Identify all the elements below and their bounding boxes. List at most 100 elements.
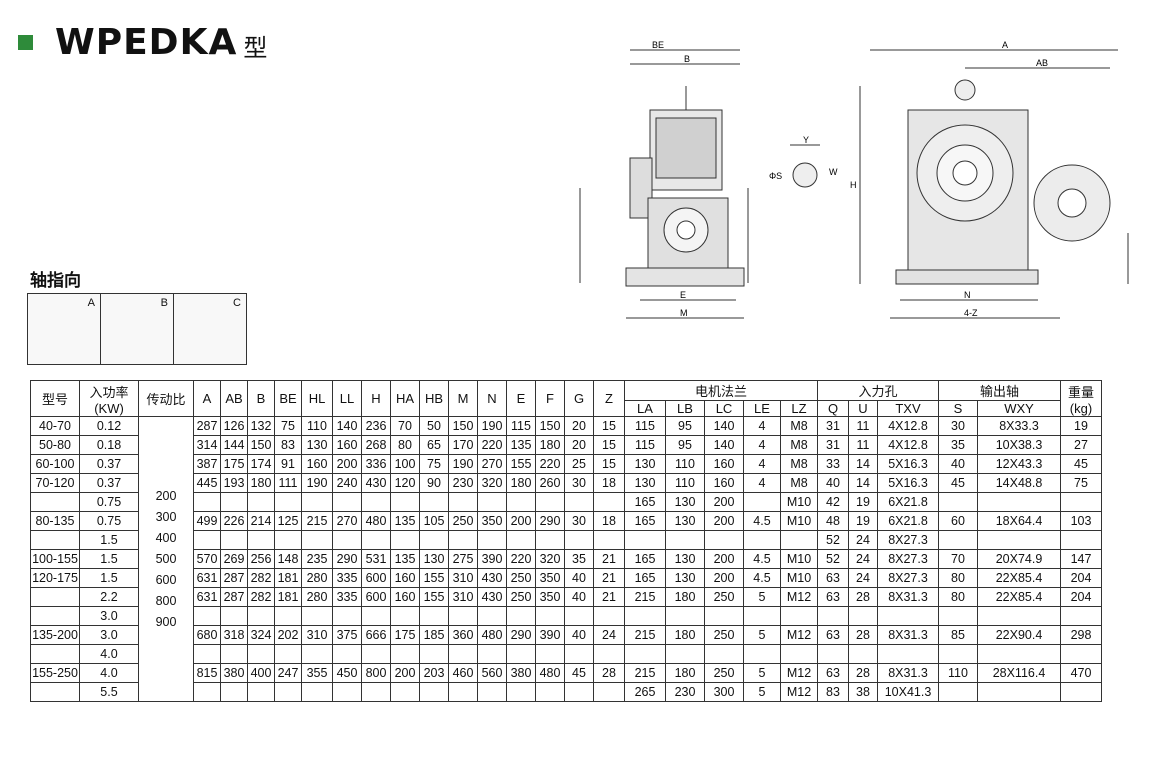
table-cell: 445 [193,473,221,493]
table-cell: 70 [938,549,978,569]
table-cell: 175 [390,625,420,645]
table-cell [419,644,449,664]
table-cell [220,682,248,702]
table-cell: 4X12.8 [877,435,939,455]
table-cell: 165 [624,549,666,569]
table-cell: 24 [848,530,878,550]
table-cell: 80 [938,568,978,588]
table-cell: 35 [938,435,978,455]
table-cell [390,682,420,702]
table-cell [506,530,536,550]
table-cell: 180 [247,473,275,493]
table-cell: 120 [390,473,420,493]
table-cell: 150 [247,435,275,455]
table-cell: 5 [743,587,781,607]
table-cell: 24 [593,625,625,645]
table-cell: 387 [193,454,221,474]
cell-model: 135-200 [30,625,80,645]
header-model: 型号 [30,380,80,417]
table-cell: 63 [817,587,849,607]
table-cell [448,492,478,512]
ratio-value: 600 [155,572,177,587]
table-cell: 14 [848,473,878,493]
table-cell [938,492,978,512]
table-cell [593,492,625,512]
table-cell: 144 [220,435,248,455]
table-cell: 130 [301,435,333,455]
cell-model [30,682,80,702]
table-cell: 8X31.3 [877,625,939,645]
table-cell: 336 [361,454,391,474]
front-view-drawing: BE B E M [579,40,749,319]
table-cell [506,606,536,626]
table-cell: 135 [390,549,420,569]
dim-label: W [829,167,838,177]
table-cell: 115 [624,416,666,436]
table-cell: 12X43.3 [977,454,1061,474]
table-cell [301,492,333,512]
table-row: 3.0 [30,606,1102,626]
table-cell: 83 [274,435,302,455]
table-cell: 280 [301,587,333,607]
table-cell: 130 [665,511,705,531]
table-cell [743,606,781,626]
table-cell [593,682,625,702]
table-cell [361,606,391,626]
table-cell: 165 [624,511,666,531]
table-cell: 5 [743,663,781,683]
table-cell: 28 [848,587,878,607]
table-cell [1060,492,1102,512]
table-cell: 215 [624,587,666,607]
cell-model: 155-250 [30,663,80,683]
table-cell: 160 [390,587,420,607]
table-cell [535,530,565,550]
table-cell: 160 [390,568,420,588]
table-cell: 8X27.3 [877,568,939,588]
table-cell: 250 [704,625,744,645]
table-cell: 80 [938,587,978,607]
table-cell [743,644,781,664]
table-cell: 430 [361,473,391,493]
cell-model [30,644,80,664]
table-cell: 130 [665,568,705,588]
table-cell: 103 [1060,511,1102,531]
table-cell: 95 [665,416,705,436]
table-cell [877,606,939,626]
table-cell: 100 [390,454,420,474]
table-cell [817,644,849,664]
orientation-diagrams: A B C [27,293,247,365]
table-cell [477,530,507,550]
table-cell: 19 [848,492,878,512]
table-cell: 290 [332,549,362,569]
table-cell: 310 [301,625,333,645]
table-cell: 4.5 [743,568,781,588]
table-cell: 155 [419,587,449,607]
table-cell: 28 [848,625,878,645]
table-cell [390,530,420,550]
table-cell: 75 [274,416,302,436]
table-cell: 480 [535,663,565,683]
table-cell [448,682,478,702]
table-cell [332,492,362,512]
table-cell: 140 [332,416,362,436]
table-cell [564,606,594,626]
table-cell: 268 [361,435,391,455]
cell-power: 0.37 [79,454,139,474]
table-cell: 181 [274,568,302,588]
table-cell: 220 [506,549,536,569]
table-cell [743,530,781,550]
table-cell: 4X12.8 [877,416,939,436]
table-cell [274,492,302,512]
ratio-value: 300 [155,509,177,524]
table-cell: 230 [448,473,478,493]
cell-model: 100-155 [30,549,80,569]
table-cell [419,492,449,512]
table-cell: 19 [848,511,878,531]
table-cell: 290 [535,511,565,531]
dim-label: BE [652,40,664,50]
table-cell: 275 [448,549,478,569]
table-cell: 666 [361,625,391,645]
